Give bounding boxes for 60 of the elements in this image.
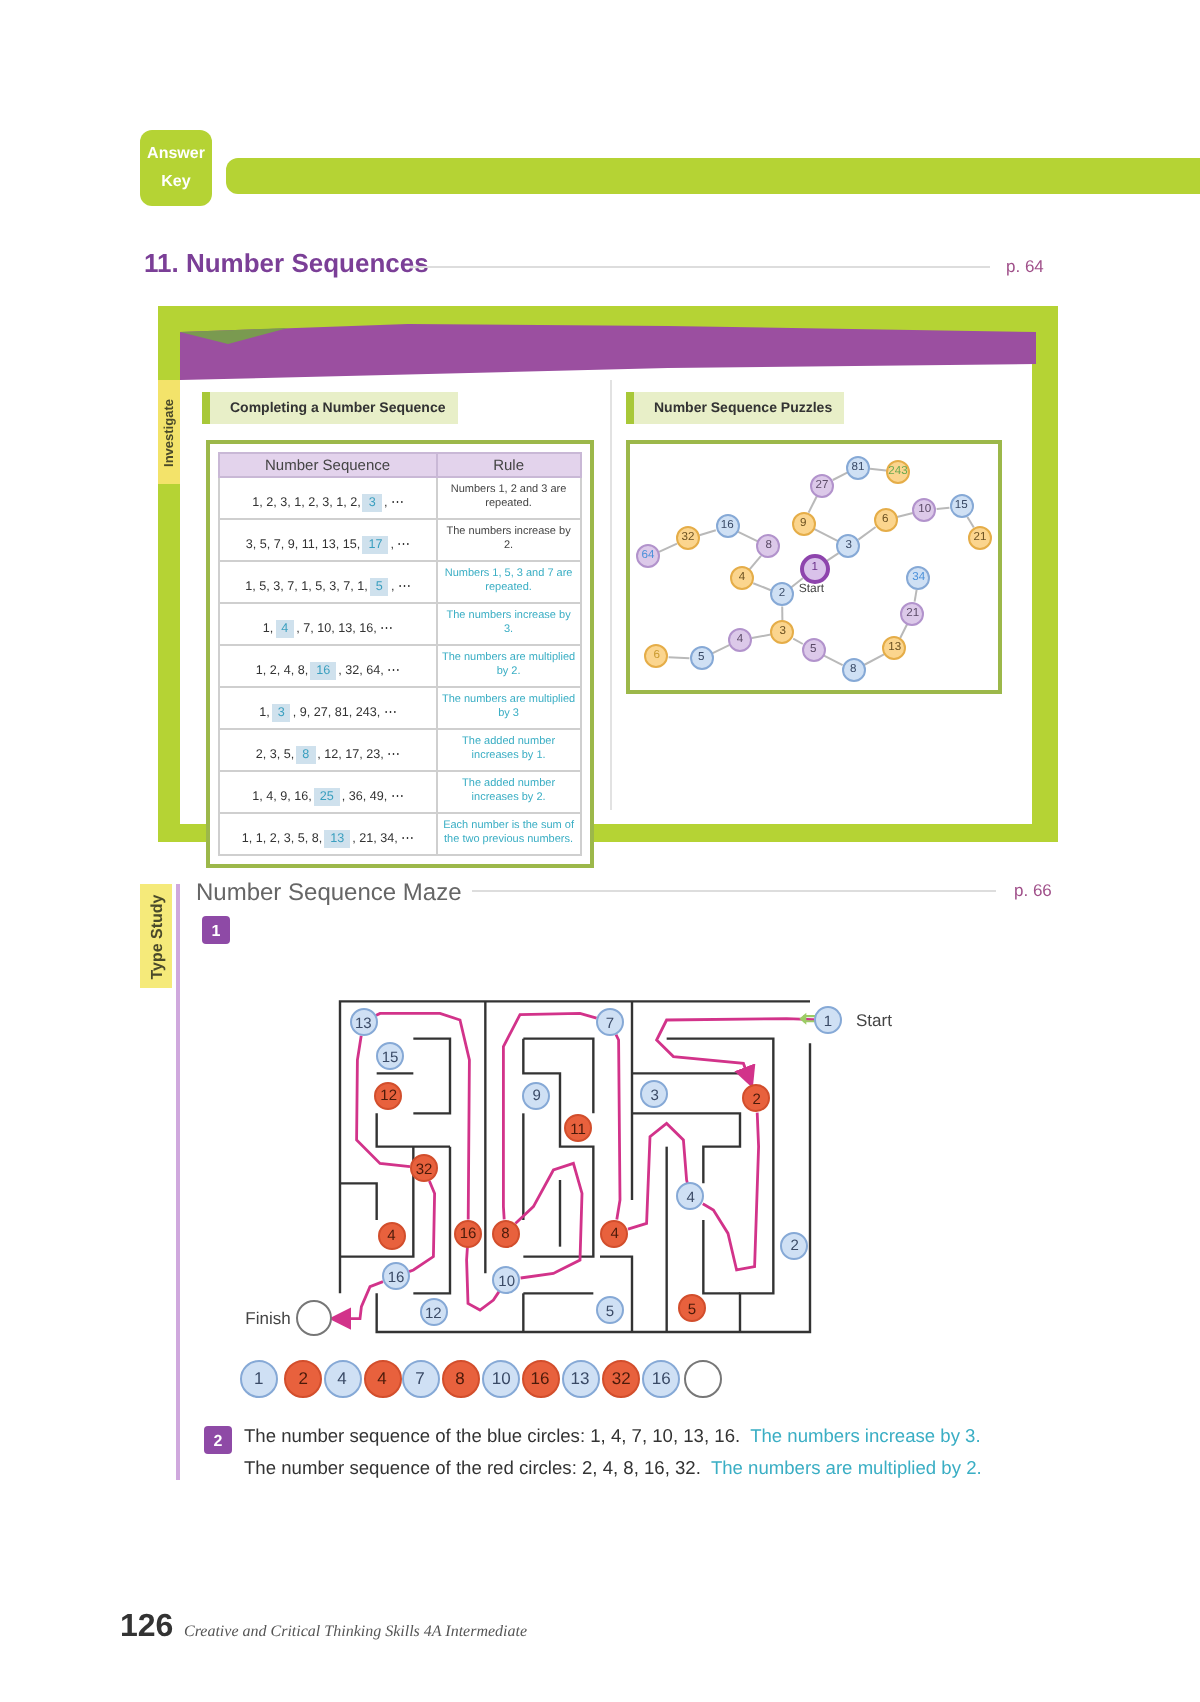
connector-line	[869, 467, 887, 472]
connector-line	[514, 1161, 584, 1280]
connector-line	[913, 588, 918, 603]
connector-line	[502, 1012, 597, 1220]
connector-line	[752, 582, 772, 592]
connector-line	[807, 495, 818, 514]
connector-line	[899, 623, 909, 639]
number-circle: 32	[602, 1359, 641, 1398]
number-circle: 16	[642, 1359, 681, 1398]
connector-line	[698, 529, 717, 537]
connector-line	[408, 1180, 436, 1273]
connector-line	[711, 644, 731, 655]
page-number: 126	[120, 1610, 174, 1646]
connector-line	[465, 1247, 501, 1312]
connector-line	[781, 605, 784, 622]
connector-line	[748, 554, 762, 571]
question-number: 2	[204, 1426, 232, 1454]
connector-line	[790, 577, 804, 589]
connector-line	[823, 654, 844, 667]
connector-line	[654, 1017, 815, 1089]
number-circle: 16	[521, 1359, 559, 1398]
section-tab: Type Study	[140, 884, 172, 988]
connector-line	[627, 1121, 689, 1231]
page-reference: p. 66	[1014, 880, 1052, 900]
answer-text: The numbers are multiplied by 2.	[710, 1458, 982, 1478]
connector-line	[813, 527, 839, 543]
number-circle: 1	[239, 1359, 278, 1398]
section-title: 11. Number Sequences	[144, 248, 429, 278]
number-circle: 2	[284, 1359, 323, 1398]
connector-line	[702, 1112, 760, 1272]
sentence-text: The number sequence of the red circles: 2, 4, 8, 16, 32.	[244, 1458, 701, 1478]
connector-line	[750, 633, 772, 639]
connector-line	[831, 471, 849, 481]
number-circle: 8	[441, 1359, 479, 1398]
connector-line	[935, 506, 951, 510]
answer-text: The numbers increase by 3.	[750, 1426, 981, 1446]
sentence-text: The number sequence of the blue circles: 1, 4, 7, 10, 13, 16.	[244, 1426, 741, 1446]
caption-text: Finish	[245, 1308, 291, 1329]
caption-text: Start	[856, 1010, 892, 1030]
section-title: Number Sequence Maze	[196, 878, 462, 906]
connector-line	[375, 1012, 471, 1220]
answer-key-tab: Answer Key	[140, 130, 212, 206]
question-number: 1	[202, 916, 230, 944]
connector-line	[667, 656, 691, 660]
book-title: Creative and Critical Thinking Skills 4A Intermediate	[184, 1622, 528, 1640]
number-circle: 7	[401, 1359, 439, 1398]
page-reference: p. 64	[1006, 256, 1044, 276]
number-circle: 10	[482, 1359, 521, 1398]
connector-line	[857, 526, 877, 541]
number-circle: 4	[323, 1359, 361, 1398]
number-circle: 4	[363, 1359, 401, 1398]
connector-line	[614, 1034, 622, 1220]
number-circle: 13	[561, 1359, 599, 1398]
connector-line	[328, 1280, 384, 1330]
connector-line	[658, 542, 678, 553]
connector-line	[737, 530, 759, 543]
connector-line	[792, 637, 804, 645]
connector-line	[863, 653, 885, 666]
connector-line	[355, 1035, 411, 1168]
empty-circle	[295, 1300, 332, 1337]
